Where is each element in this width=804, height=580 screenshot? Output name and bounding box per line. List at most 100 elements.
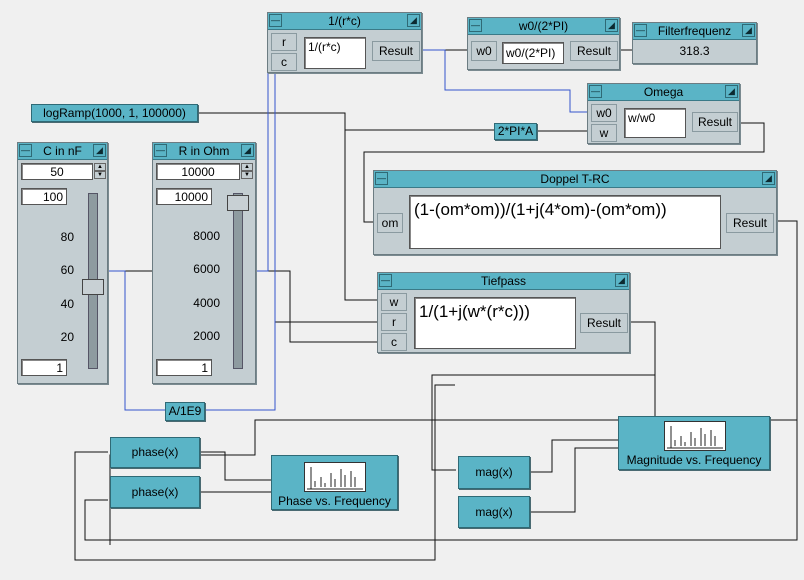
formula-node-doppel-trc[interactable]: Doppel T-RC — ◢ om (1-(om*om))/(1+j(4*om… [373, 170, 777, 255]
wire-r-to-rc [256, 41, 280, 272]
formula-field[interactable]: 1/(r*c) [304, 37, 366, 69]
output-pin-result[interactable]: Result [570, 41, 618, 61]
formula-node-omega[interactable]: Omega — ◢ w0 w w/w0 Result [587, 83, 740, 144]
two-pi-a-function[interactable]: 2*PI*A [494, 123, 537, 140]
menu-arrow-icon[interactable]: ◢ [725, 85, 738, 98]
value-text: 50 [50, 165, 64, 179]
slider-thumb[interactable] [227, 195, 249, 211]
max-field[interactable]: 100 [21, 188, 67, 205]
formula-text: 1/(1+j(w*(r*c))) [419, 302, 530, 321]
formula-field[interactable]: (1-(om*om))/(1+j(4*om)-(om*om)) [409, 195, 721, 249]
input-pin-w[interactable]: w [381, 293, 407, 311]
slider-tick-label: 80 [60, 229, 74, 244]
a-div-1e9-function[interactable]: A/1E9 [165, 402, 205, 421]
wire-c-to-a1e9 [108, 270, 165, 411]
input-pin-c[interactable]: c [271, 53, 297, 71]
wire-omega-doppel-om [363, 122, 765, 223]
node-title-bar[interactable]: C in nF [18, 143, 107, 160]
input-pin-r[interactable]: r [271, 33, 297, 51]
graph-glyph [307, 467, 363, 490]
menu-arrow-icon[interactable]: ◢ [762, 172, 775, 185]
node-title-bar[interactable]: Omega [588, 84, 739, 101]
graph-title: Phase vs. Frequency [278, 494, 391, 508]
minimize-icon[interactable]: — [269, 14, 282, 27]
output-pin-result[interactable]: Result [726, 213, 774, 233]
spin-down-icon[interactable]: ▼ [94, 171, 106, 179]
formula-field[interactable]: 1/(1+j(w*(r*c))) [414, 297, 576, 349]
menu-arrow-icon[interactable]: ◢ [241, 144, 254, 157]
node-title-bar[interactable]: Tiefpass [378, 273, 629, 290]
input-pin-w[interactable]: w [591, 124, 617, 142]
minimize-icon[interactable]: — [379, 274, 392, 287]
mag-function-2[interactable]: mag(x) [458, 496, 530, 528]
menu-arrow-icon[interactable]: ◢ [407, 14, 420, 27]
menu-arrow-icon[interactable]: ◢ [742, 24, 755, 37]
value-field[interactable]: 50 [21, 163, 93, 180]
min-field[interactable]: 1 [21, 359, 67, 376]
spin-down-icon[interactable]: ▼ [241, 171, 253, 179]
slider-tick-label: 6000 [193, 262, 220, 277]
formula-node-w0[interactable]: w0/(2*PI) — ◢ w0 w0/(2*PI) Result [467, 17, 620, 70]
minimize-icon[interactable]: — [469, 19, 482, 32]
spin-up-icon[interactable]: ▲ [94, 163, 106, 171]
output-pin-result[interactable]: Result [580, 313, 628, 333]
graph-icon [304, 462, 366, 492]
node-title-bar[interactable]: Filterfrequenz [633, 23, 756, 40]
filterfrequenz-value: 318.3 [679, 44, 710, 58]
graph-glyph [667, 426, 723, 449]
value-field[interactable]: 10000 [156, 163, 240, 180]
output-pin-result[interactable]: Result [692, 112, 738, 132]
minimize-icon[interactable]: — [375, 172, 388, 185]
display-filterfrequenz[interactable]: Filterfrequenz — ◢ 318.3 [632, 22, 757, 64]
max-field[interactable]: 10000 [156, 188, 212, 205]
slider-tick-label: 4000 [193, 295, 220, 310]
phase-function-1[interactable]: phase(x) [110, 437, 200, 468]
phase-function-2[interactable]: phase(x) [110, 476, 200, 508]
wire-logramp-tiefpass-w [344, 130, 377, 301]
formula-node-rc[interactable]: 1/(r*c) — ◢ r c 1/(r*c) Result [267, 12, 422, 73]
spin-up-icon[interactable]: ▲ [241, 163, 253, 171]
input-pin-r[interactable]: r [381, 313, 407, 331]
node-title-bar[interactable]: R in Ohm [153, 143, 255, 160]
output-pin-result[interactable]: Result [372, 41, 420, 61]
min-field[interactable]: 1 [156, 359, 212, 376]
wire-rc-out-omega [422, 49, 588, 113]
node-title-bar[interactable]: 1/(r*c) [268, 13, 421, 30]
wire-doppel-to-phase2 [84, 220, 798, 541]
minimize-icon[interactable]: — [154, 144, 167, 157]
wire-logramp-twopia [198, 112, 494, 131]
input-pin-w0[interactable]: w0 [471, 41, 497, 61]
logramp-function[interactable]: logRamp(1000, 1, 100000) [31, 104, 198, 122]
slider-thumb[interactable] [82, 278, 104, 295]
input-pin-om[interactable]: om [377, 213, 403, 233]
max-text: 10000 [174, 190, 208, 204]
node-title-bar[interactable]: Doppel T-RC [374, 171, 776, 188]
min-text: 1 [201, 361, 208, 375]
formula-text: w/w0 [628, 111, 656, 125]
formula-text: w0/(2*PI) [506, 46, 556, 60]
slider-r-in-ohm[interactable]: R in Ohm — ◢ 10000 ▲ ▼ 10000 8000 6000 400… [152, 142, 256, 384]
formula-field[interactable]: w0/(2*PI) [502, 42, 564, 64]
minimize-icon[interactable]: — [634, 24, 647, 37]
input-pin-c[interactable]: c [381, 333, 407, 351]
node-title-bar[interactable]: w0/(2*PI) [468, 18, 619, 35]
input-pin-w0[interactable]: w0 [591, 104, 617, 122]
wire-tiefpass-to-mag [431, 321, 656, 471]
slider-tick-label: 60 [60, 263, 74, 278]
menu-arrow-icon[interactable]: ◢ [615, 274, 628, 287]
minimize-icon[interactable]: — [19, 144, 32, 157]
phase-vs-frequency-graph[interactable]: Phase vs. Frequency [271, 455, 398, 510]
slider-tick-label: 8000 [193, 229, 220, 244]
formula-node-tiefpass[interactable]: Tiefpass — ◢ w r c 1/(1+j(w*(r*c))) Resu… [377, 272, 630, 353]
magnitude-vs-frequency-graph[interactable]: Magnitude vs. Frequency [618, 416, 770, 470]
mag-function-1[interactable]: mag(x) [458, 456, 530, 489]
slider-tick-label: 2000 [193, 328, 220, 343]
graph-title: Magnitude vs. Frequency [626, 453, 762, 467]
formula-text: (1-(om*om))/(1+j(4*om)-(om*om)) [414, 200, 667, 219]
menu-arrow-icon[interactable]: ◢ [605, 19, 618, 32]
menu-arrow-icon[interactable]: ◢ [93, 144, 106, 157]
formula-field[interactable]: w/w0 [624, 108, 686, 138]
slider-track[interactable] [233, 193, 243, 369]
minimize-icon[interactable]: — [589, 85, 602, 98]
